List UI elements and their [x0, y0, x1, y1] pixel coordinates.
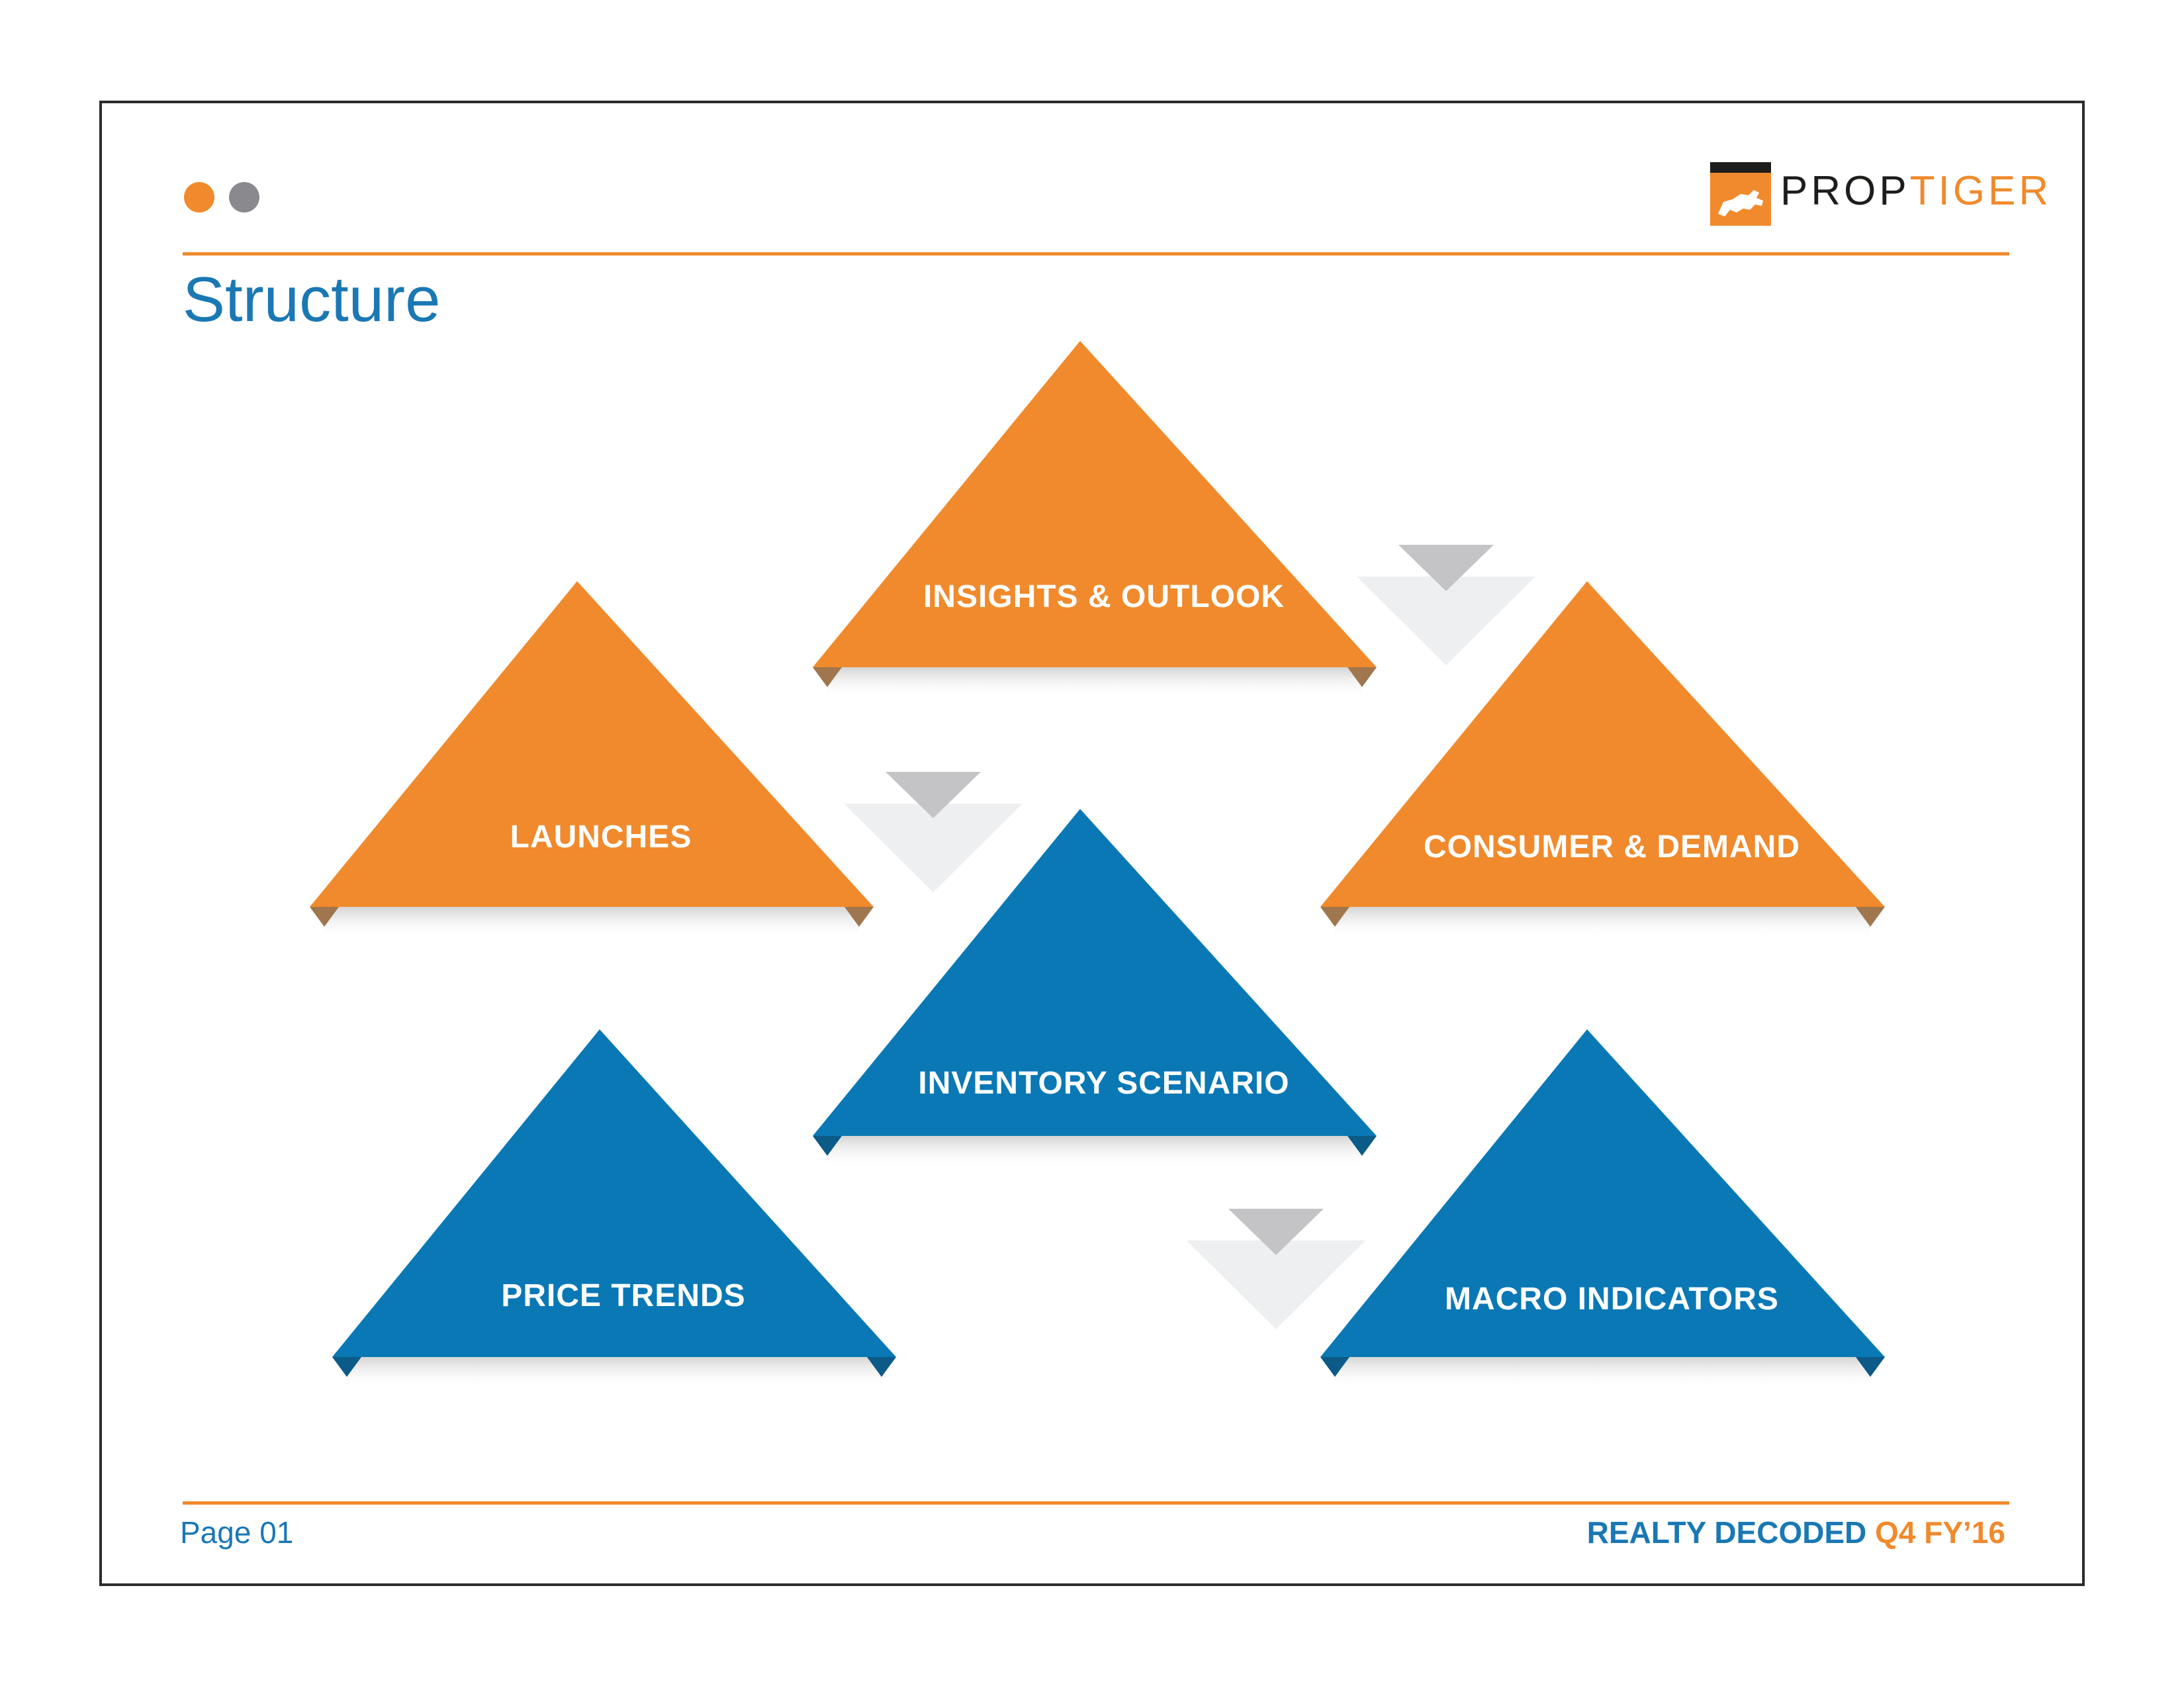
page-title: Structure	[183, 264, 441, 335]
triangle-shape	[310, 581, 874, 907]
triangle-shape	[1320, 581, 1885, 907]
triangle-shape	[813, 341, 1377, 667]
connector-arrow-icon	[1187, 1209, 1365, 1329]
node-label: INSIGHTS & OUTLOOK	[923, 579, 1285, 614]
node-insights: INSIGHTS & OUTLOOK	[813, 341, 1377, 699]
node-macro: MACRO INDICATORS	[1320, 1029, 1885, 1389]
triangle-shape	[332, 1029, 896, 1357]
node-label: INVENTORY SCENARIO	[918, 1066, 1289, 1101]
footer-brand-part1: REALTY DECODED	[1586, 1515, 1867, 1550]
node-consumer: CONSUMER & DEMAND	[1320, 581, 1885, 939]
node-launches: LAUNCHES	[310, 581, 874, 939]
logo-text-part2: TIGER	[1909, 168, 2052, 214]
node-inventory: INVENTORY SCENARIO	[813, 809, 1377, 1168]
connector-arrow-icon	[844, 772, 1023, 892]
connector-arrow-icon	[1357, 545, 1535, 665]
orange-dot-icon	[184, 182, 214, 212]
node-label: MACRO INDICATORS	[1445, 1282, 1779, 1317]
page-number: Page 01	[180, 1515, 294, 1550]
node-label: PRICE TRENDS	[501, 1278, 745, 1313]
tiger-logo-icon	[1710, 162, 1771, 226]
triangle-shape	[1320, 1029, 1885, 1357]
footer-brand-part2: Q4 FY’16	[1875, 1515, 2005, 1550]
gray-dot-icon	[229, 182, 259, 212]
footer-rule	[183, 1501, 2009, 1505]
brand-logo-text: PROPTIGER	[1780, 171, 2052, 212]
footer-brand: REALTY DECODED Q4 FY’16	[1587, 1517, 2005, 1548]
triangle-shape	[813, 809, 1377, 1136]
node-label: CONSUMER & DEMAND	[1424, 829, 1800, 865]
logo-text-part1: PROP	[1780, 168, 1910, 214]
header-rule	[183, 252, 2009, 256]
node-label: LAUNCHES	[510, 820, 692, 855]
node-price: PRICE TRENDS	[332, 1029, 896, 1389]
page-frame	[99, 101, 2085, 1586]
